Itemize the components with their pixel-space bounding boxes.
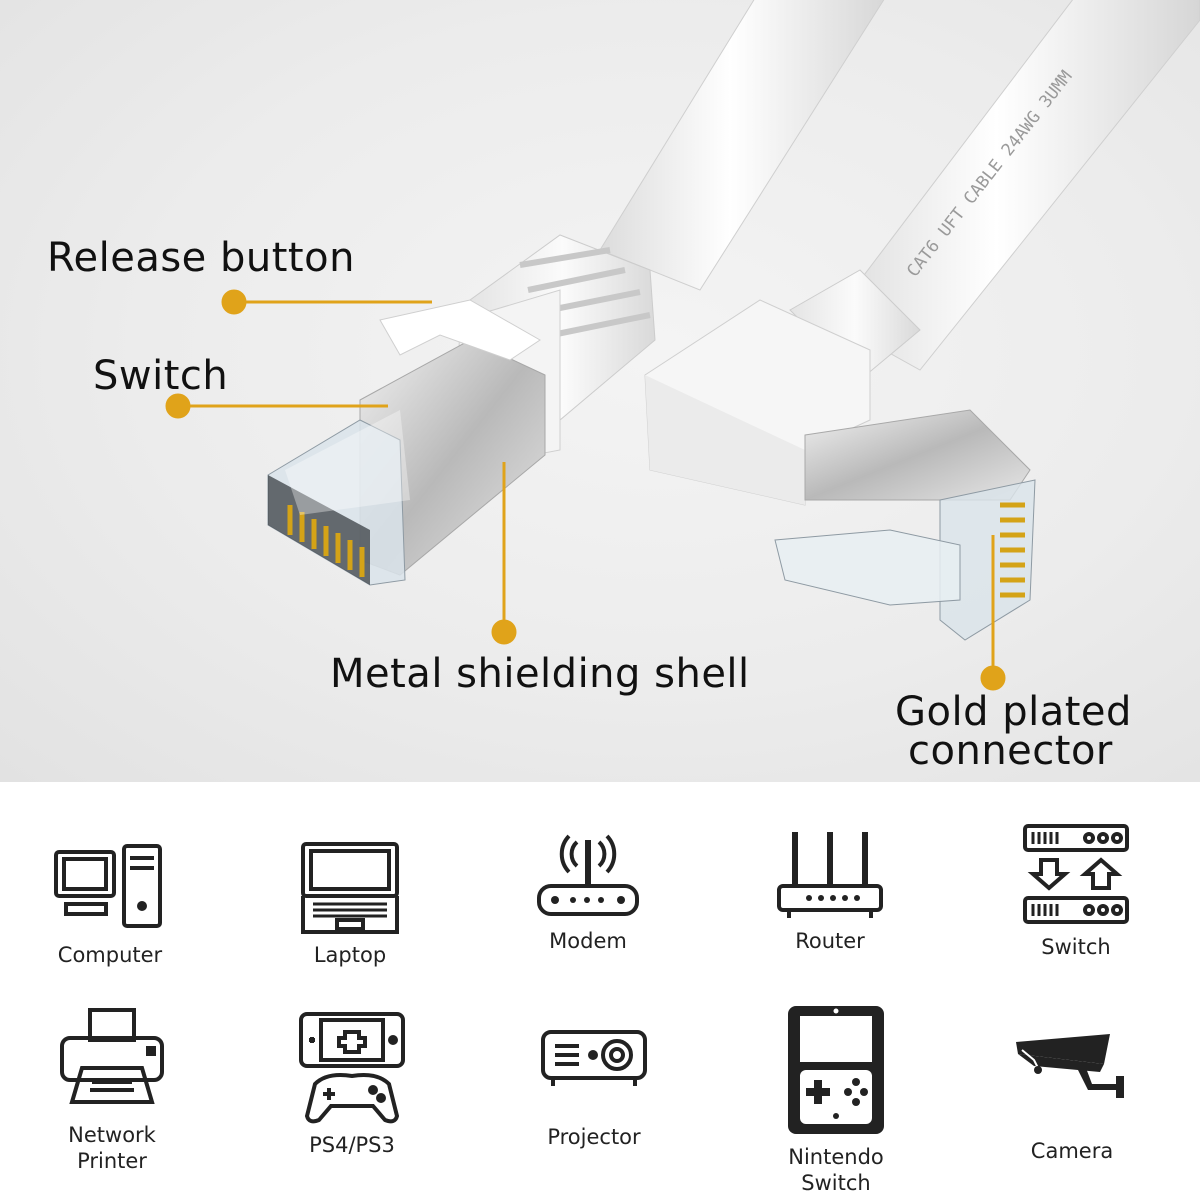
callout-metal-shell: Metal shielding shell [330, 651, 750, 697]
device-router: Router [730, 828, 930, 954]
camera-icon [1016, 1034, 1124, 1098]
device-label-modem: Modem [549, 929, 627, 953]
device-modem: Modem [488, 830, 688, 954]
projector-icon [541, 1030, 647, 1086]
modem-icon [537, 834, 639, 916]
left-cable [599, 0, 885, 291]
device-label-laptop: Laptop [313, 943, 387, 967]
device-label-ps4-ps3: PS4/PS3 [309, 1133, 395, 1157]
device-laptop: Laptop [250, 840, 450, 968]
device-label-network-printer: Network Printer [68, 1123, 156, 1173]
device-network-printer: Network Printer [12, 1006, 212, 1174]
callout-gold-connector-line2: connector [908, 728, 1113, 774]
device-label-camera: Camera [1030, 1139, 1114, 1163]
cable-illustration: CAT6 UFT CABLE 24AWG 3UMM [165, 0, 1200, 691]
compatible-devices-panel: Computer Laptop [0, 782, 1200, 1200]
computer-icon [54, 844, 162, 928]
game-console-icon [299, 1012, 405, 1124]
callout-switch: Switch [93, 353, 229, 399]
device-nintendo-switch: Nintendo Switch [736, 1004, 936, 1196]
left-plug [267, 299, 546, 586]
callout-gold-connector-line1: Gold plated [895, 689, 1132, 735]
callout-release-button: Release button [47, 235, 355, 281]
device-label-router: Router [795, 929, 865, 953]
device-projector: Projector [494, 1022, 694, 1150]
product-hero: CAT6 UFT CABLE 24AWG 3UMM [0, 0, 1200, 782]
device-computer: Computer [10, 842, 210, 968]
device-label-projector: Projector [547, 1125, 641, 1149]
laptop-icon [301, 842, 399, 934]
right-plug [774, 409, 1036, 641]
device-camera: Camera [972, 1028, 1172, 1164]
device-label-nintendo-switch: Nintendo Switch [788, 1145, 884, 1195]
callout-lines [165, 289, 1006, 691]
right-connector-boot [644, 269, 921, 506]
device-label-switch: Switch [1041, 935, 1111, 959]
nintendo-switch-icon [788, 1006, 884, 1134]
printer-icon [60, 1008, 164, 1104]
router-icon [777, 832, 883, 918]
device-network-switch: Switch [976, 822, 1176, 960]
network-switch-icon [1023, 824, 1129, 924]
device-game-console: PS4/PS3 [252, 1010, 452, 1158]
device-label-computer: Computer [57, 943, 163, 967]
